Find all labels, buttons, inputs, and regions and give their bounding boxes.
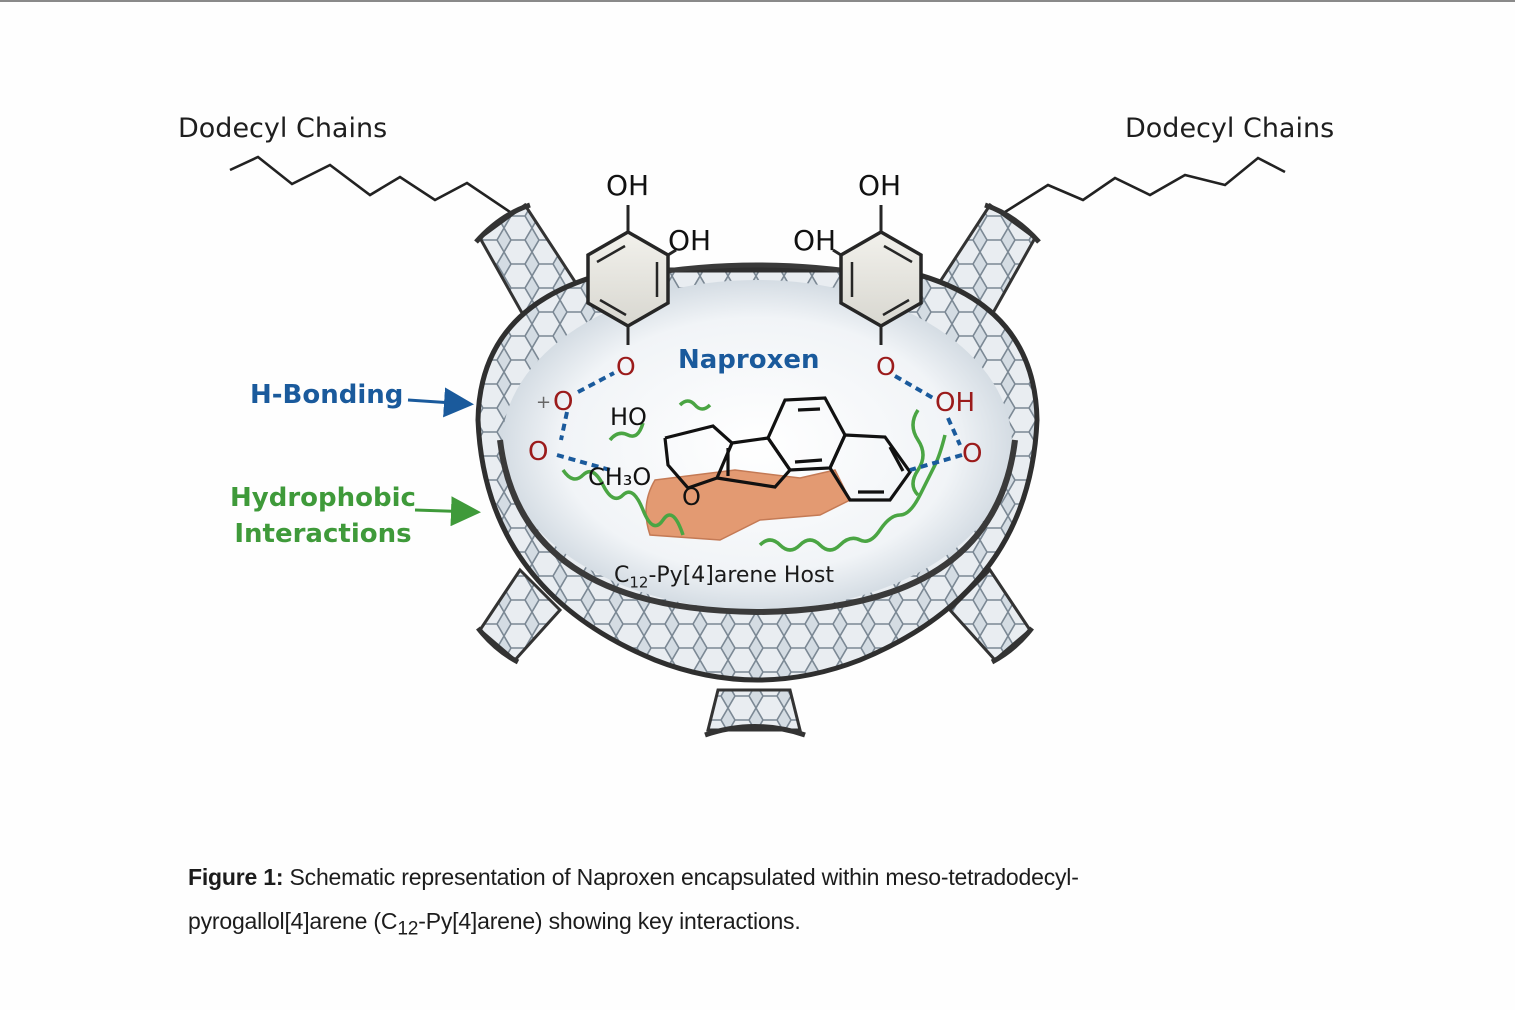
atom-o-left-lower: O [528, 437, 548, 467]
dodecyl-chains-label-right: Dodecyl Chains [1125, 113, 1335, 144]
atom-o-left-upper: O [553, 387, 573, 417]
host-label: C12-Py[4]arene Host [614, 563, 834, 591]
hydrogen-bonds [556, 371, 963, 472]
atom-ho-guest: HO [610, 403, 647, 431]
pyrogallol-ring-left [586, 205, 677, 345]
hydrophobic-arrow [414, 496, 481, 527]
caption-line-2-post: -Py[4]arene) showing key interactions. [418, 908, 801, 934]
host-rim [497, 439, 1018, 616]
atom-o-right-ring: O [876, 352, 896, 381]
atom-oh-right-inner: OH [935, 388, 975, 418]
atom-oh-top-left: OH [606, 169, 649, 202]
atom-oh-top-right: OH [858, 169, 901, 202]
caption-line-2-pre: pyrogallol[4]arene (C [188, 908, 398, 934]
host-cavity [502, 280, 1012, 610]
pyrogallol-ring-right [832, 205, 923, 345]
atom-oh-mid-left: OH [668, 224, 711, 257]
caption-subscript: 12 [397, 918, 419, 940]
h-bonding-arrow [407, 387, 474, 418]
atom-oh-mid-right: OH [793, 224, 836, 257]
hydrophobic-line-2: Interactions [234, 519, 412, 549]
naproxen-structure [663, 396, 912, 502]
host-foot-bottom [704, 688, 806, 738]
hydrophobic-interactions-label: Hydrophobic Interactions [230, 480, 416, 552]
host-label-subscript: 12 [629, 573, 649, 592]
dodecyl-chains-label-left: Dodecyl Chains [178, 113, 388, 144]
plus-charge: + [536, 392, 551, 413]
h-bonding-label: H-Bonding [250, 380, 404, 410]
hydrophobic-line-1: Hydrophobic [230, 483, 416, 513]
host-foot-bottom-left [476, 567, 563, 665]
atom-o-right-lower: O [962, 439, 982, 469]
hydrophobic-squiggles [561, 399, 947, 552]
atom-o-left-ring: O [616, 352, 636, 381]
host-label-suffix: -Py[4]arene Host [648, 563, 834, 588]
dodecyl-chain-left [229, 155, 511, 214]
top-border [0, 0, 1515, 2]
host-label-prefix: C [614, 563, 630, 588]
figure-caption: Figure 1: Schematic representation of Na… [188, 855, 1238, 952]
figure-number: Figure 1: [188, 864, 284, 890]
naproxen-label: Naproxen [678, 345, 820, 375]
guest-hydrophobic-surface [645, 469, 852, 541]
atom-ch3o-guest: CH₃O [588, 463, 651, 491]
caption-line-1: Schematic representation of Naproxen enc… [283, 864, 1079, 890]
atom-o-guest-ring: O [682, 483, 701, 511]
dodecyl-chain-right [1004, 156, 1286, 214]
